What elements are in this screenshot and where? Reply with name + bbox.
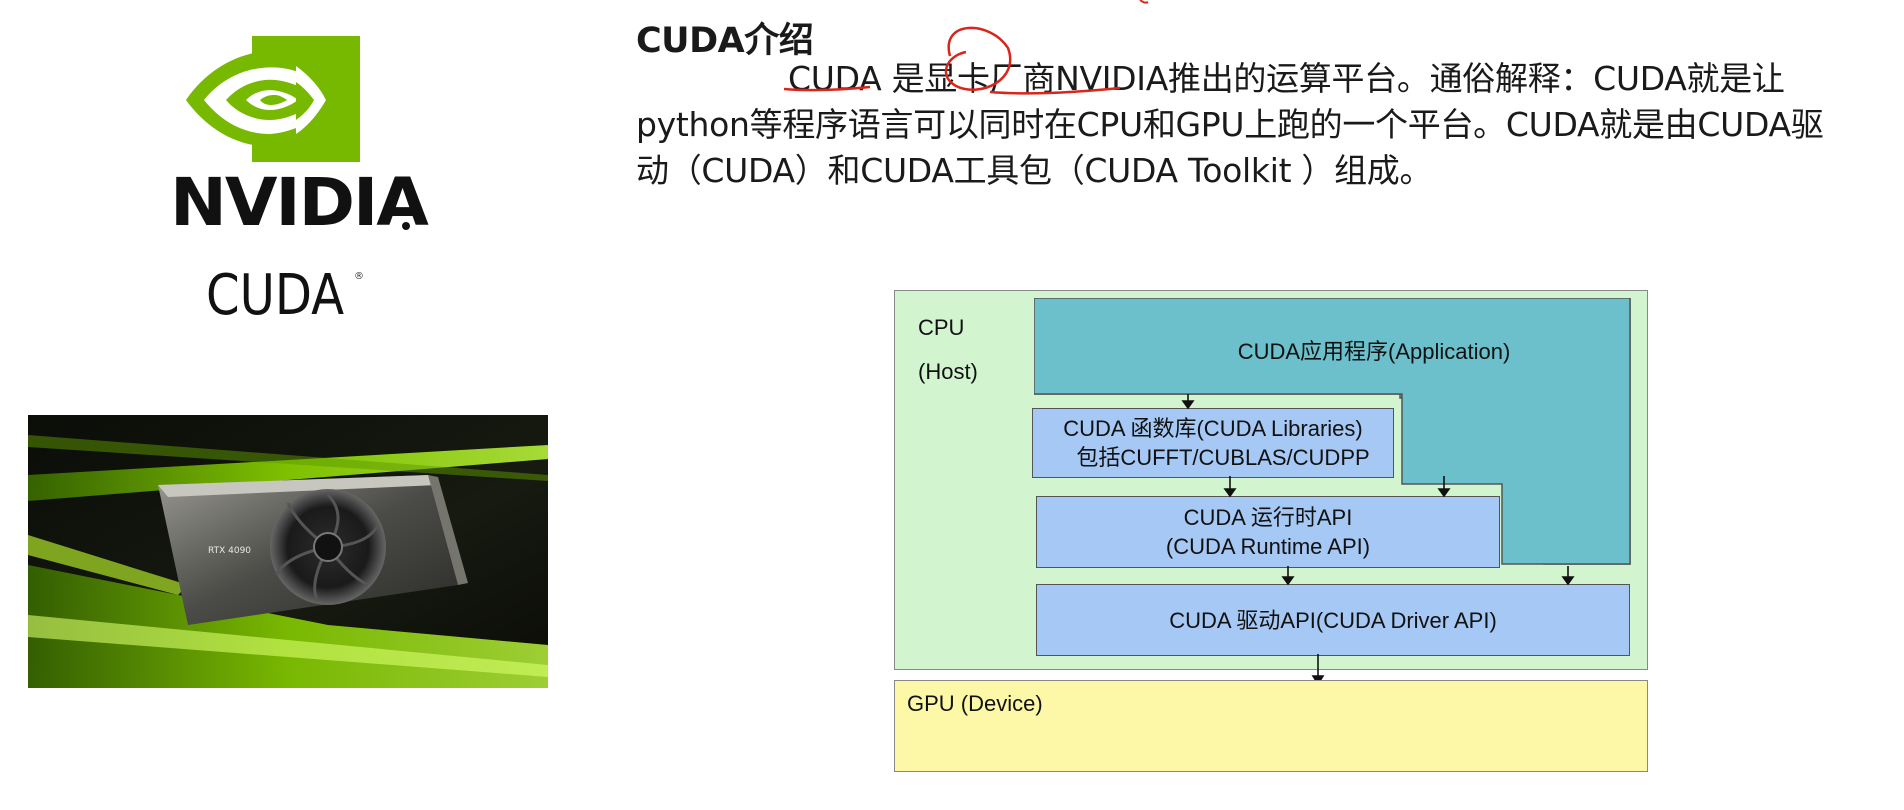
cuda-driver-api-box: CUDA 驱动API(CUDA Driver API) [1036, 584, 1630, 656]
registered-mark: ® [354, 271, 364, 282]
cuda-runtime-api-box: CUDA 运行时API (CUDA Runtime API) [1036, 496, 1500, 568]
runtime-line1: CUDA 运行时API [1183, 505, 1353, 530]
host-label-cpu: CPU [918, 315, 965, 340]
libraries-line1: CUDA 函数库(CUDA Libraries) [1063, 416, 1363, 441]
libraries-line2: 包括CUFFT/CUBLAS/CUDPP [1076, 445, 1370, 470]
host-label: CPU (Host) [918, 306, 978, 394]
driver-label: CUDA 驱动API(CUDA Driver API) [1169, 607, 1497, 633]
wordmark-dot [402, 222, 410, 230]
intro-paragraph: CUDA 是显卡厂商NVIDIA推出的运算平台。通俗解释：CUDA就是让pyth… [636, 59, 1824, 190]
cuda-libraries-box: CUDA 函数库(CUDA Libraries) 包括CUFFT/CUBLAS/… [1032, 408, 1394, 478]
graphics-card-photo: RTX 4090 [28, 415, 548, 688]
nvidia-wordmark: NVIDIA [170, 164, 429, 241]
device-region: GPU (Device) [894, 680, 1648, 772]
runtime-line2: (CUDA Runtime API) [1165, 534, 1371, 559]
card-model-text: RTX 4090 [208, 546, 251, 556]
application-layer [1034, 298, 1631, 565]
device-label: GPU (Device) [907, 691, 1043, 716]
host-label-host: (Host) [918, 359, 978, 384]
nvidia-eye-logo-icon [186, 36, 360, 162]
section-title: CUDA介绍 [636, 21, 814, 61]
cuda-architecture-diagram: CPU (Host) CUDA应用程序(Application) CUDA 函数… [894, 290, 1648, 772]
cuda-product-name: CUDA [206, 263, 345, 328]
application-label: CUDA应用程序(Application) [1237, 339, 1511, 364]
